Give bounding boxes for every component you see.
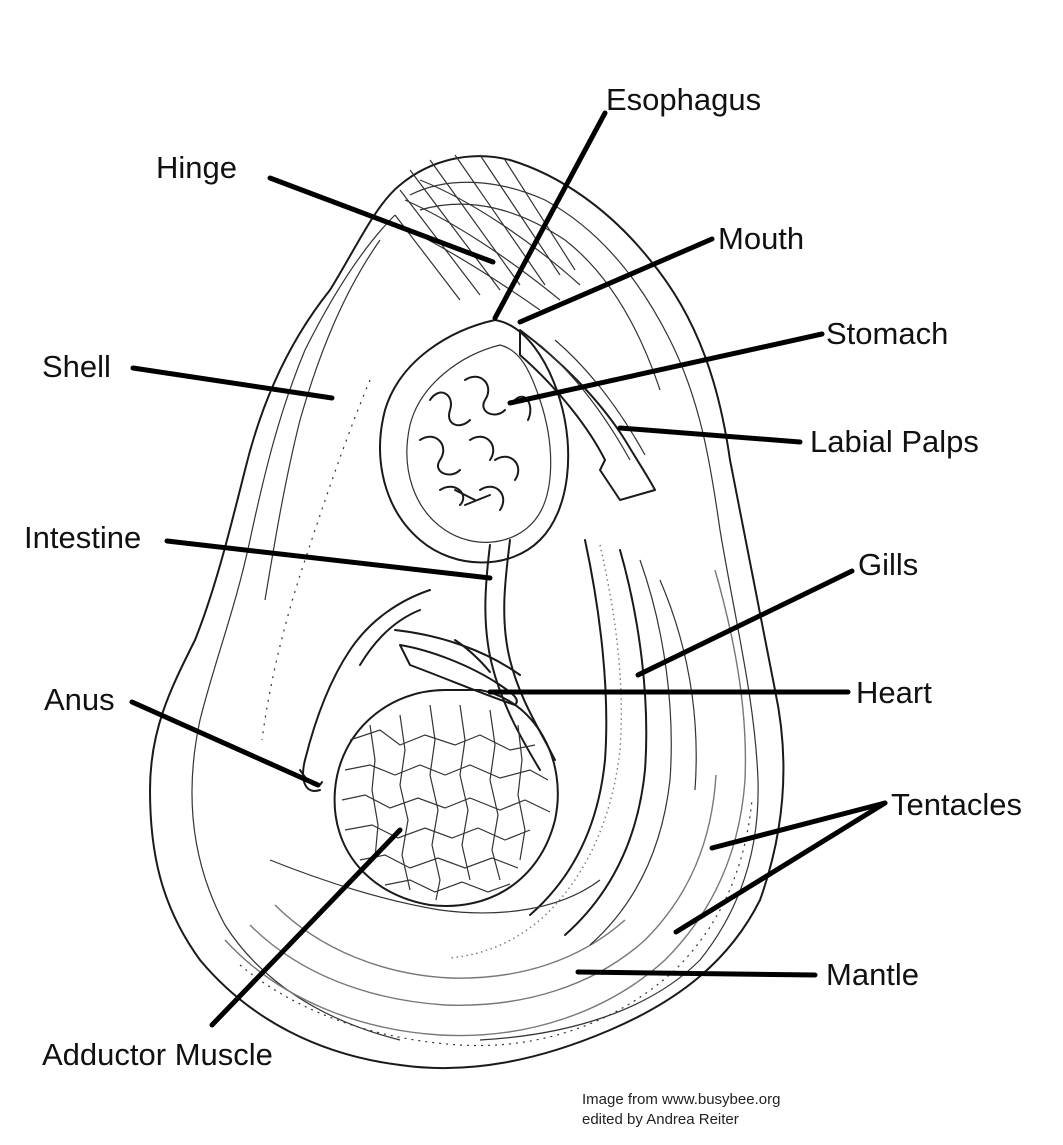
shell-leader — [133, 368, 332, 398]
image-credit: Image from www.busybee.org edited by And… — [582, 1090, 780, 1131]
adductor-muscle-leader — [212, 830, 400, 1025]
mantle-leader — [578, 972, 815, 975]
credit-editor: edited by Andrea Reiter — [582, 1110, 780, 1130]
label-labial-palps: Labial Palps — [810, 426, 979, 457]
labial-palps-leader — [620, 428, 800, 442]
label-hinge: Hinge — [156, 152, 237, 183]
label-intestine: Intestine — [24, 522, 141, 553]
label-gills: Gills — [858, 549, 918, 580]
adductor-muscle-outline — [335, 690, 558, 906]
label-shell: Shell — [42, 351, 111, 382]
label-adductor-muscle: Adductor Muscle — [42, 1039, 273, 1070]
label-heart: Heart — [856, 677, 932, 708]
anus-leader — [132, 702, 318, 785]
label-stomach: Stomach — [826, 318, 948, 349]
esophagus-leader — [495, 113, 605, 318]
label-mantle: Mantle — [826, 959, 919, 990]
gills-leader — [638, 571, 852, 675]
label-tentacles: Tentacles — [891, 789, 1022, 820]
hinge-leader — [270, 178, 493, 262]
label-esophagus: Esophagus — [606, 84, 761, 115]
label-mouth: Mouth — [718, 223, 804, 254]
stomach-outline — [380, 320, 568, 563]
credit-source: Image from www.busybee.org — [582, 1090, 780, 1110]
label-anus: Anus — [44, 684, 115, 715]
stomach-leader — [510, 334, 822, 403]
shell-outline — [150, 156, 783, 1068]
intestine-leader — [167, 541, 490, 578]
